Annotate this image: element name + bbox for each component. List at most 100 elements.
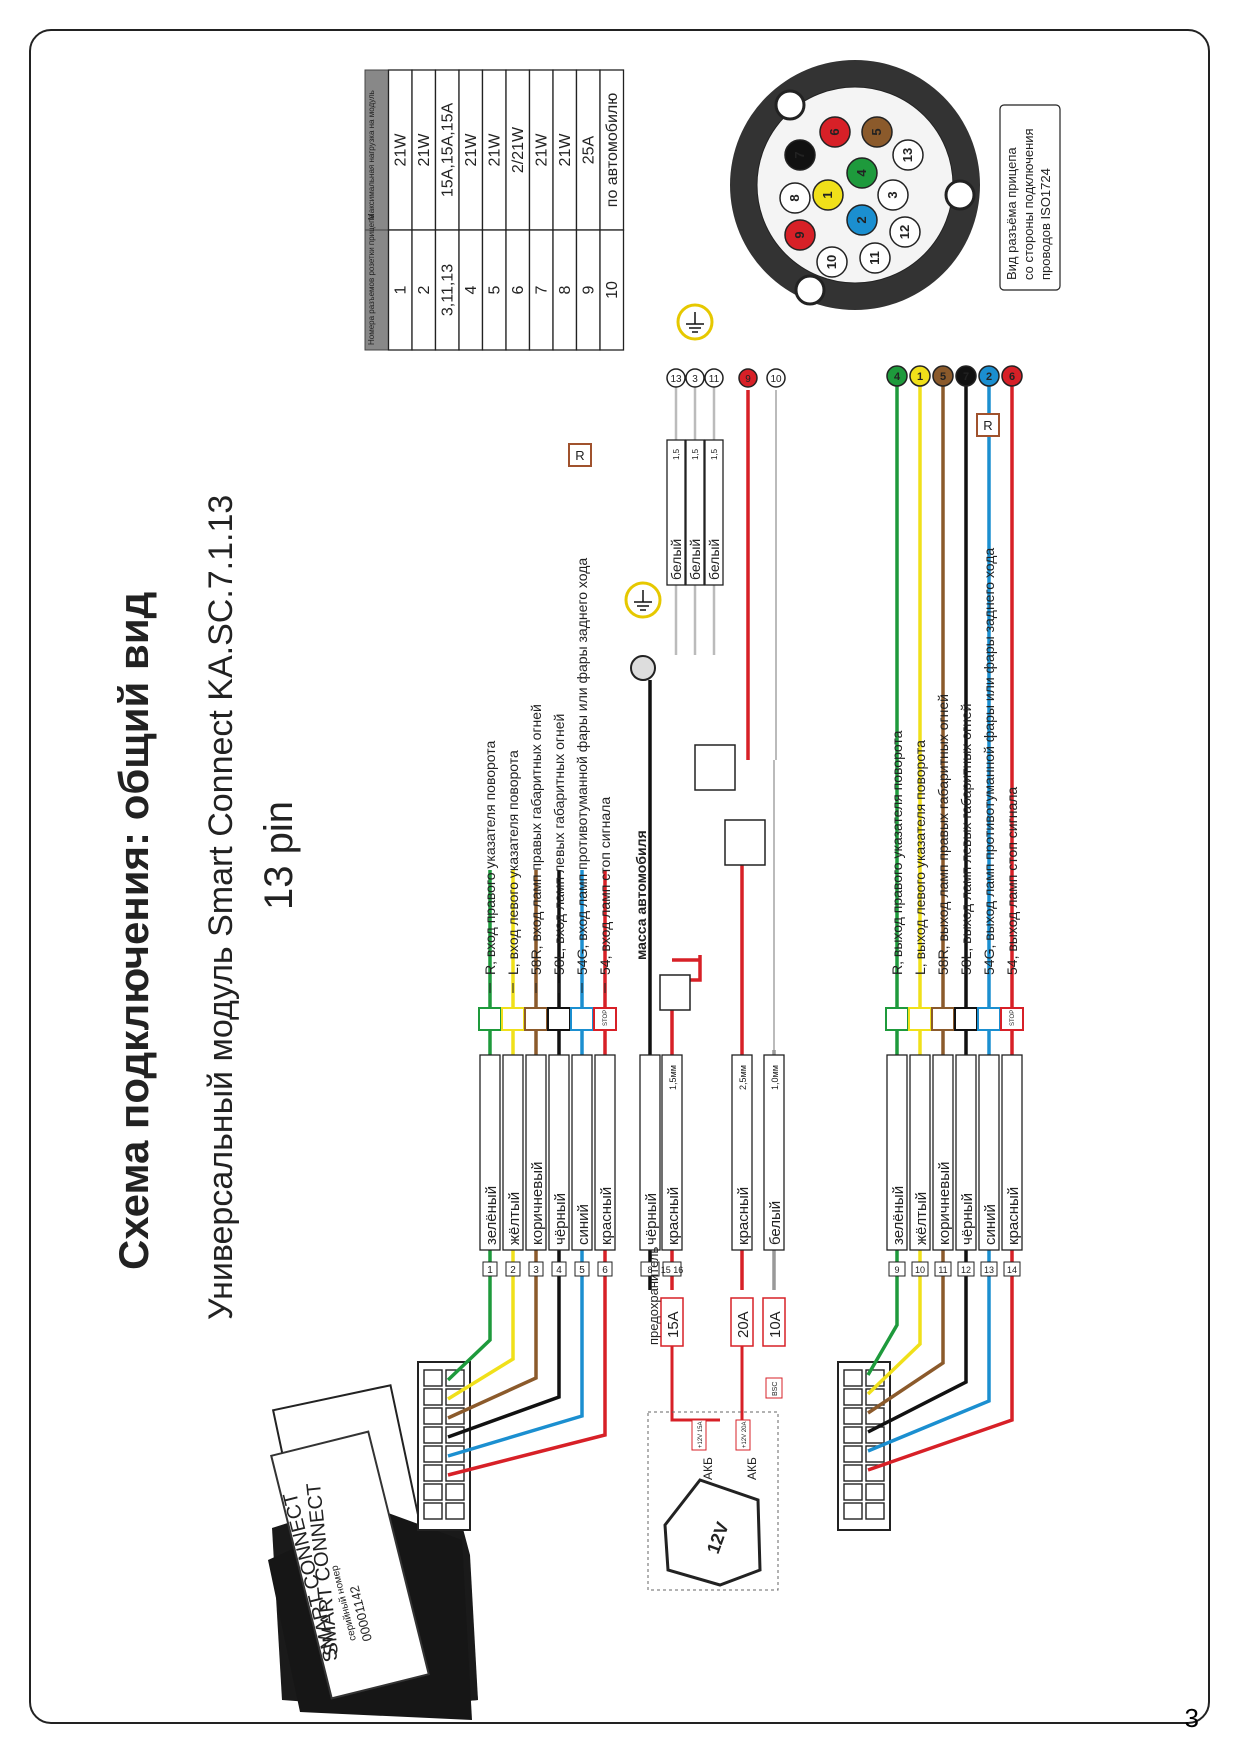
- ground-wire-pin-number: 13: [670, 374, 682, 385]
- input-pin-box: [551, 1261, 567, 1277]
- output-color-box: [932, 1054, 954, 1251]
- table-load-value: по автомобилю: [604, 93, 621, 207]
- input-color-box: [479, 1054, 501, 1251]
- power-gauge: 1,0мм: [770, 1065, 780, 1090]
- socket-pin-number: 2: [854, 216, 869, 223]
- input-pin-number: 1: [487, 1265, 493, 1276]
- socket-pin: [819, 116, 851, 148]
- socket-pin: [877, 179, 909, 211]
- output-connector-pin-cell: [843, 1426, 863, 1444]
- socket-mount-hole-icon: [794, 274, 826, 306]
- reverse-symbol: R: [983, 418, 992, 433]
- output-pin-box: [911, 1261, 929, 1277]
- socket-pin-number: 6: [827, 128, 842, 135]
- output-connector-pin-cell: [843, 1483, 863, 1501]
- battery-icon: [663, 1478, 762, 1587]
- input-description: 54G, вход ламп противотуманной фары или …: [574, 558, 590, 975]
- output-socket-dot: [886, 365, 908, 387]
- output-color-box: [1001, 1054, 1023, 1251]
- battery-label: АКБ: [701, 1457, 715, 1480]
- socket-pin-number: 8: [787, 194, 802, 201]
- power-gauge: 1,5мм: [668, 1065, 678, 1090]
- battery-tag-box: [735, 1419, 751, 1451]
- output-color-box: [909, 1054, 931, 1251]
- output-wire-line: [866, 380, 899, 1376]
- connector-pin-cell: [423, 1426, 443, 1444]
- socket-pin-number: 9: [792, 231, 807, 238]
- output-color-name: красный: [1005, 1187, 1022, 1245]
- output-socket-pin: 1: [917, 371, 923, 383]
- lamp-icon: [524, 1007, 548, 1031]
- fuse-caption: предохранитель: [646, 1247, 661, 1345]
- socket-pin: [892, 139, 924, 171]
- input-color-name: синий: [575, 1204, 592, 1245]
- battery-tag: +12V 20A: [742, 1421, 748, 1448]
- extra-pin-dot: [766, 368, 786, 388]
- output-socket-pin: 7: [963, 371, 969, 383]
- input-pin-number: 2: [510, 1265, 516, 1276]
- power-color-box: [731, 1054, 753, 1251]
- socket-pin-number: 1: [820, 191, 835, 198]
- output-color-name: жёлтый: [913, 1192, 930, 1245]
- input-color-name: чёрный: [552, 1193, 569, 1245]
- socket-pin-number: 4: [854, 169, 869, 177]
- turn-icon: [501, 1007, 525, 1031]
- socket-pin: [816, 246, 848, 278]
- power-color-name: красный: [665, 1187, 682, 1245]
- input-color-box: [525, 1054, 547, 1251]
- connector-pin-cell: [423, 1464, 443, 1482]
- table-load-value: 2/21W: [510, 126, 527, 173]
- connector-pin-cell: [445, 1369, 465, 1387]
- input-pin-number: 3: [533, 1265, 539, 1276]
- socket-pin: [779, 182, 811, 214]
- socket-pin: [846, 157, 878, 189]
- ground-label: масса автомобиля: [633, 830, 649, 960]
- ground-wire-name: белый: [706, 539, 722, 580]
- socket-pin: [784, 139, 816, 171]
- output-socket-dot: [978, 365, 1000, 387]
- reverse-icon: [568, 443, 592, 467]
- connector-pin-cell: [445, 1502, 465, 1520]
- output-description: 54, выход ламп стоп сигнала: [1004, 787, 1020, 975]
- fog-lamp-icon: [570, 1007, 594, 1031]
- stop-icon: [1000, 1007, 1024, 1031]
- socket-pin-number: 7: [792, 151, 807, 158]
- table-pin-value: 4: [463, 285, 480, 294]
- output-description: 58L, выход ламп левых габаритных огней: [958, 704, 974, 975]
- socket-caption-line: Вид разъёма прицепа: [1004, 147, 1019, 280]
- turn-icon: [908, 1007, 932, 1031]
- ground-wire-name: белый: [687, 539, 703, 580]
- output-pin-box: [957, 1261, 975, 1277]
- ground-symbol-icon: [624, 581, 662, 619]
- input-color-box: [548, 1054, 570, 1251]
- relay-connector-icon: [724, 819, 766, 866]
- table-pin-value: 2: [416, 285, 433, 294]
- input-pin-number: 5: [579, 1265, 585, 1276]
- output-wire-line: [867, 380, 1014, 1472]
- arrow-icon: [885, 1007, 909, 1031]
- module-connector: [417, 1361, 471, 1531]
- socket-mount-hole-icon: [774, 89, 806, 121]
- output-connector-pin-cell: [843, 1369, 863, 1387]
- socket-pin-number: 11: [867, 251, 882, 265]
- power-gauge: 2,5мм: [738, 1065, 748, 1090]
- input-pin-box: [574, 1261, 590, 1277]
- socket-pin-number: 3: [885, 191, 900, 198]
- input-description: L, вход левого указателя поворота: [505, 750, 521, 975]
- battery-tag-box: [691, 1419, 707, 1451]
- output-color-name: синий: [982, 1204, 999, 1245]
- power-color-name: чёрный: [643, 1193, 660, 1245]
- socket-pin: [859, 242, 891, 274]
- fuse-label: 10A: [767, 1311, 784, 1338]
- output-socket-pin: 2: [986, 371, 992, 383]
- ground-wire-gauge: 1,5: [710, 448, 719, 460]
